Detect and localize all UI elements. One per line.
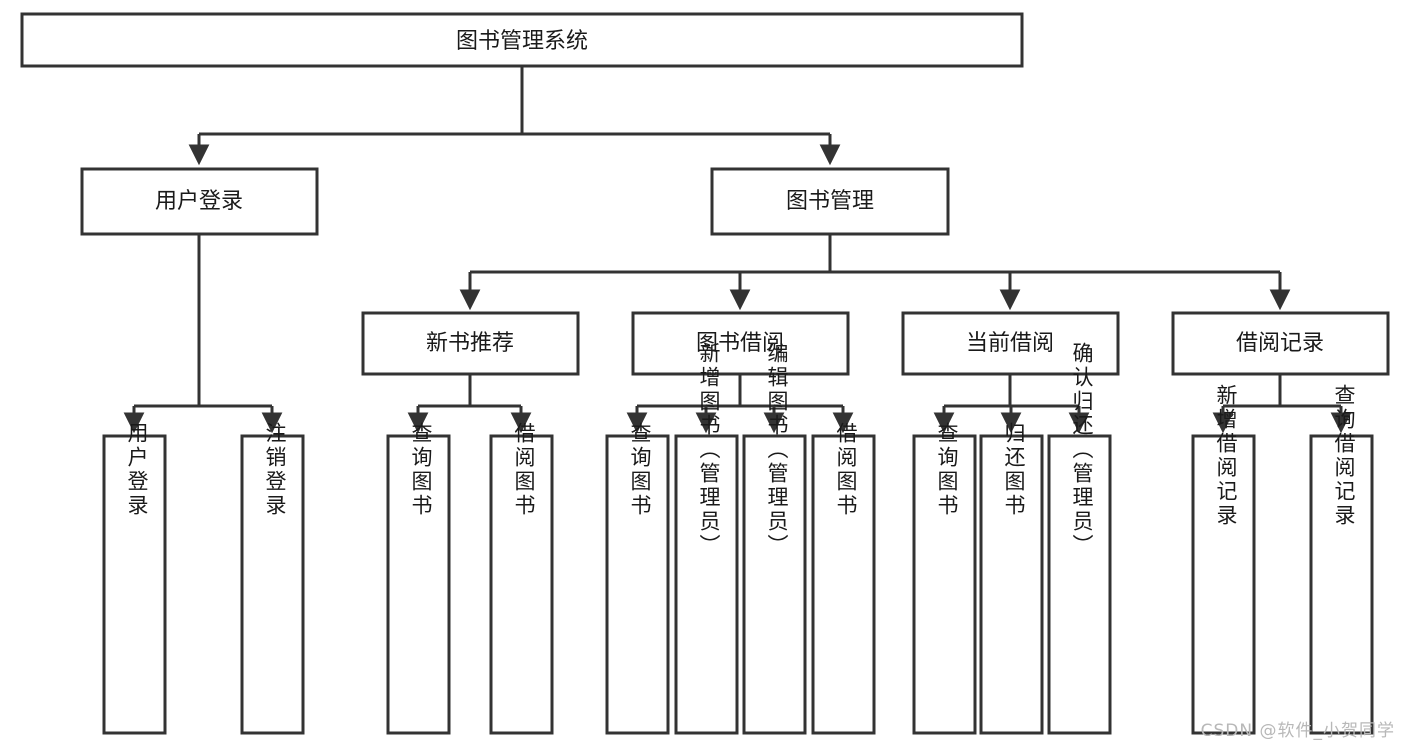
- node-leaf-add-record-label: 新增借阅记录: [1214, 384, 1238, 528]
- node-leaf-user-login[interactable]: 用户登录: [102, 422, 167, 735]
- node-leaf-query-book-1[interactable]: 查询图书: [386, 422, 451, 735]
- node-leaf-confirm-return[interactable]: 确认归还（管理员）: [1047, 342, 1112, 735]
- node-leaf-logout-login-label: 注销登录: [263, 422, 287, 518]
- node-leaf-borrow-book-1-label: 借阅图书: [512, 422, 536, 518]
- node-book-manage[interactable]: 图书管理: [710, 167, 950, 236]
- node-leaf-logout-login[interactable]: 注销登录: [240, 422, 305, 735]
- node-leaf-borrow-book-1-box[interactable]: [489, 434, 554, 735]
- node-new-book-rec[interactable]: 新书推荐: [361, 311, 580, 376]
- node-root[interactable]: 图书管理系统: [20, 12, 1024, 68]
- node-leaf-query-book-1-box[interactable]: [386, 434, 451, 735]
- node-borrow-record[interactable]: 借阅记录: [1171, 311, 1390, 376]
- node-leaf-query-book-3-label: 查询图书: [935, 422, 959, 518]
- node-leaf-edit-book-box[interactable]: [742, 434, 807, 735]
- node-book-borrow[interactable]: 图书借阅: [631, 311, 850, 376]
- node-leaf-confirm-return-label: 确认归还（管理员）: [1070, 342, 1094, 558]
- node-current-borrow-box[interactable]: [901, 311, 1120, 376]
- node-leaf-query-record-label: 查询借阅记录: [1332, 384, 1356, 528]
- node-book-borrow-label: 图书借阅: [696, 331, 784, 356]
- node-leaf-user-login-label: 用户登录: [125, 422, 149, 518]
- edge-group-root-to-level2: [188, 66, 841, 166]
- node-leaf-confirm-return-box[interactable]: [1047, 434, 1112, 735]
- node-user-login-label: 用户登录: [155, 189, 243, 214]
- node-leaf-return-book-label: 归还图书: [1002, 422, 1026, 518]
- node-leaf-query-book-3-box[interactable]: [912, 434, 977, 735]
- node-leaf-query-record-box[interactable]: [1309, 434, 1374, 735]
- edge-group-book-borrow-to-leaves: [626, 374, 854, 434]
- node-borrow-record-box[interactable]: [1171, 311, 1390, 376]
- node-leaf-add-record-box[interactable]: [1191, 434, 1256, 735]
- node-leaf-query-book-2-label: 查询图书: [628, 422, 652, 518]
- node-root-box[interactable]: [20, 12, 1024, 68]
- node-leaf-add-book-label: 新增图书（管理员）: [697, 342, 721, 558]
- node-leaf-borrow-book-2-box[interactable]: [811, 434, 876, 735]
- edge-group-new-book-rec-to-leaves: [407, 374, 532, 434]
- node-new-book-rec-label: 新书推荐: [426, 331, 514, 356]
- node-leaf-query-book-1-label: 查询图书: [409, 422, 433, 518]
- node-leaf-add-book[interactable]: 新增图书（管理员）: [674, 342, 739, 735]
- node-book-borrow-box[interactable]: [631, 311, 850, 376]
- node-borrow-record-label: 借阅记录: [1236, 331, 1324, 356]
- edge-group-borrow-record-to-leaves: [1212, 374, 1352, 434]
- node-book-manage-label: 图书管理: [786, 189, 874, 214]
- node-leaf-query-book-3[interactable]: 查询图书: [912, 422, 977, 735]
- node-leaf-return-book-box[interactable]: [979, 434, 1044, 735]
- edge-group-book-manage-to-level3: [459, 234, 1291, 311]
- node-current-borrow-label: 当前借阅: [966, 331, 1054, 356]
- node-leaf-edit-book-label: 编辑图书（管理员）: [765, 342, 789, 558]
- node-user-login[interactable]: 用户登录: [80, 167, 319, 236]
- node-leaf-borrow-book-2-label: 借阅图书: [834, 422, 858, 518]
- node-leaf-query-book-2[interactable]: 查询图书: [605, 422, 670, 735]
- node-leaf-edit-book[interactable]: 编辑图书（管理员）: [742, 342, 807, 735]
- node-leaf-borrow-book-1[interactable]: 借阅图书: [489, 422, 554, 735]
- node-root-label: 图书管理系统: [456, 29, 588, 54]
- watermark-text: CSDN @软件_小贺同学: [1200, 721, 1395, 741]
- node-leaf-borrow-book-2[interactable]: 借阅图书: [811, 422, 876, 735]
- node-leaf-add-book-box[interactable]: [674, 434, 739, 735]
- edge-group-current-borrow-to-leaves: [933, 374, 1090, 434]
- node-leaf-query-record[interactable]: 查询借阅记录: [1309, 384, 1374, 735]
- node-book-manage-box[interactable]: [710, 167, 950, 236]
- node-leaf-logout-login-box[interactable]: [240, 434, 305, 735]
- node-leaf-return-book[interactable]: 归还图书: [979, 422, 1044, 735]
- edge-group-user-login-to-leaves: [123, 234, 283, 434]
- node-new-book-rec-box[interactable]: [361, 311, 580, 376]
- node-current-borrow[interactable]: 当前借阅: [901, 311, 1120, 376]
- node-leaf-user-login-box[interactable]: [102, 434, 167, 735]
- node-user-login-box[interactable]: [80, 167, 319, 236]
- node-leaf-add-record[interactable]: 新增借阅记录: [1191, 384, 1256, 735]
- node-leaf-query-book-2-box[interactable]: [605, 434, 670, 735]
